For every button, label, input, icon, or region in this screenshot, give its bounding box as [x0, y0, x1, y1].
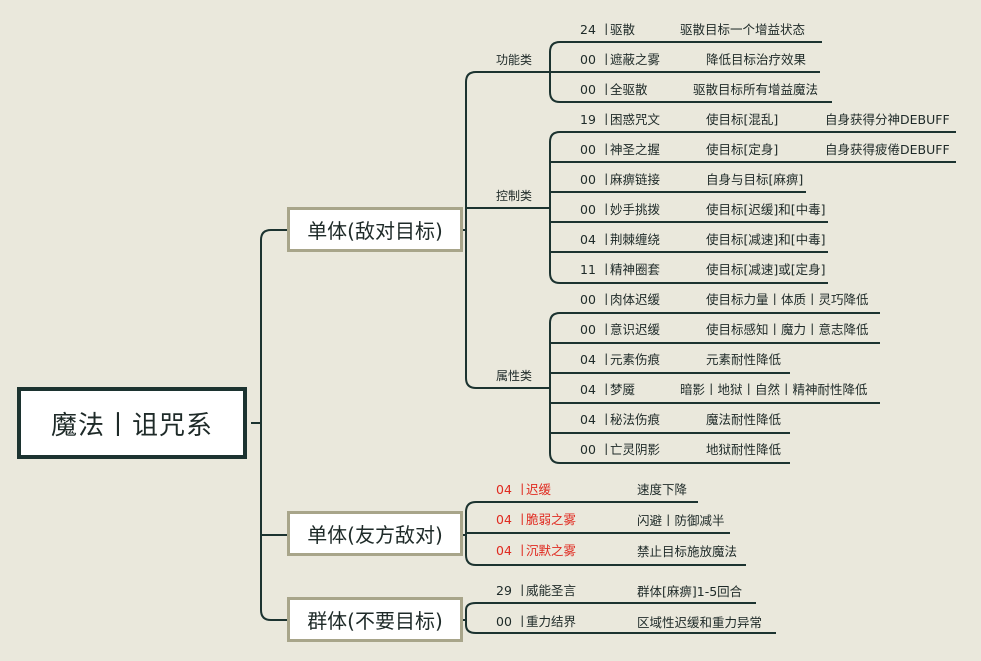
- spell-number: 00: [580, 82, 596, 97]
- spell-number: 04: [496, 512, 512, 527]
- spell-extra: 自身获得分神DEBUFF: [825, 112, 950, 127]
- spell-number: 04: [496, 482, 512, 497]
- spell-name: 亡灵阴影: [610, 442, 661, 457]
- separator: 丨: [600, 352, 613, 367]
- spell-description: 使目标[定身]: [706, 142, 779, 157]
- category-control[interactable]: 控制类: [496, 189, 533, 203]
- separator: 丨: [516, 482, 529, 497]
- spell-extra: 自身获得疲倦DEBUFF: [825, 142, 950, 157]
- spell-description: 使目标[减速]和[中毒]: [706, 232, 826, 247]
- spell-number: 00: [580, 292, 596, 307]
- separator: 丨: [600, 262, 613, 277]
- spell-description: 区域性迟缓和重力异常: [637, 615, 763, 630]
- spell-name: 荆棘缠绕: [610, 232, 661, 247]
- spell-description: 使目标[迟缓]和[中毒]: [706, 202, 826, 217]
- separator: 丨: [516, 614, 529, 629]
- spell-number: 00: [580, 142, 596, 157]
- spell-name: 肉体迟缓: [610, 292, 661, 307]
- spell-number: 24: [580, 22, 596, 37]
- category-functional[interactable]: 功能类: [496, 53, 533, 67]
- spell-description: 地狱耐性降低: [706, 442, 782, 457]
- spell-name: 威能圣言: [526, 583, 577, 598]
- spell-number: 00: [580, 172, 596, 187]
- spell-description: 速度下降: [637, 482, 688, 497]
- spell-description: 自身与目标[麻痹]: [706, 172, 804, 187]
- spell-name: 遮蔽之雾: [610, 52, 661, 67]
- spell-description: 禁止目标施放魔法: [637, 544, 738, 559]
- separator: 丨: [516, 543, 529, 558]
- spell-number: 04: [496, 543, 512, 558]
- spell-description: 闪避丨防御减半: [637, 513, 725, 528]
- spell-number: 04: [580, 382, 596, 397]
- group-single-friendly[interactable]: 单体(友方敌对): [287, 511, 463, 556]
- spell-number: 00: [496, 614, 512, 629]
- spell-number: 00: [580, 322, 596, 337]
- root-node[interactable]: 魔法丨诅咒系: [17, 387, 247, 459]
- separator: 丨: [600, 52, 613, 67]
- spell-name: 迟缓: [526, 482, 552, 497]
- spell-description: 降低目标治疗效果: [706, 52, 807, 67]
- spell-description: 群体[麻痹]1-5回合: [637, 584, 743, 599]
- spell-description: 驱散目标一个增益状态: [680, 22, 806, 37]
- spell-description: 驱散目标所有增益魔法: [693, 82, 819, 97]
- spell-description: 使目标力量丨体质丨灵巧降低: [706, 292, 869, 307]
- spell-number: 29: [496, 583, 512, 598]
- separator: 丨: [516, 512, 529, 527]
- separator: 丨: [600, 232, 613, 247]
- spell-description: 使目标[减速]或[定身]: [706, 262, 826, 277]
- spell-number: 04: [580, 352, 596, 367]
- group-single-enemy[interactable]: 单体(敌对目标): [287, 207, 463, 252]
- separator: 丨: [600, 382, 613, 397]
- separator: 丨: [600, 292, 613, 307]
- spell-name: 秘法伤痕: [610, 412, 661, 427]
- spell-number: 19: [580, 112, 596, 127]
- spell-name: 妙手挑拨: [610, 202, 661, 217]
- spell-name: 全驱散: [610, 82, 648, 97]
- spell-description: 魔法耐性降低: [706, 412, 782, 427]
- spell-name: 困惑咒文: [610, 112, 661, 127]
- spell-name: 意识迟缓: [610, 322, 661, 337]
- separator: 丨: [600, 82, 613, 97]
- separator: 丨: [600, 412, 613, 427]
- separator: 丨: [600, 202, 613, 217]
- spell-description: 暗影丨地狱丨自然丨精神耐性降低: [680, 382, 868, 397]
- separator: 丨: [600, 142, 613, 157]
- spell-name: 沉默之雾: [526, 543, 577, 558]
- separator: 丨: [600, 22, 613, 37]
- separator: 丨: [600, 442, 613, 457]
- spell-description: 使目标[混乱]: [706, 112, 779, 127]
- spell-number: 00: [580, 202, 596, 217]
- spell-name: 驱散: [610, 22, 636, 37]
- spell-number: 11: [580, 262, 596, 277]
- separator: 丨: [600, 322, 613, 337]
- spell-name: 精神圈套: [610, 262, 661, 277]
- spell-name: 重力结界: [526, 614, 577, 629]
- spell-number: 04: [580, 412, 596, 427]
- group-aoe[interactable]: 群体(不要目标): [287, 597, 463, 642]
- spell-description: 使目标感知丨魔力丨意志降低: [706, 322, 869, 337]
- spell-name: 梦魇: [610, 382, 636, 397]
- separator: 丨: [600, 112, 613, 127]
- separator: 丨: [516, 583, 529, 598]
- spell-number: 00: [580, 442, 596, 457]
- spell-name: 神圣之握: [610, 142, 661, 157]
- spell-description: 元素耐性降低: [706, 352, 782, 367]
- spell-number: 04: [580, 232, 596, 247]
- spell-name: 元素伤痕: [610, 352, 661, 367]
- spell-number: 00: [580, 52, 596, 67]
- spell-name: 麻痹链接: [610, 172, 661, 187]
- separator: 丨: [600, 172, 613, 187]
- spell-name: 脆弱之雾: [526, 512, 577, 527]
- category-attribute[interactable]: 属性类: [496, 369, 533, 383]
